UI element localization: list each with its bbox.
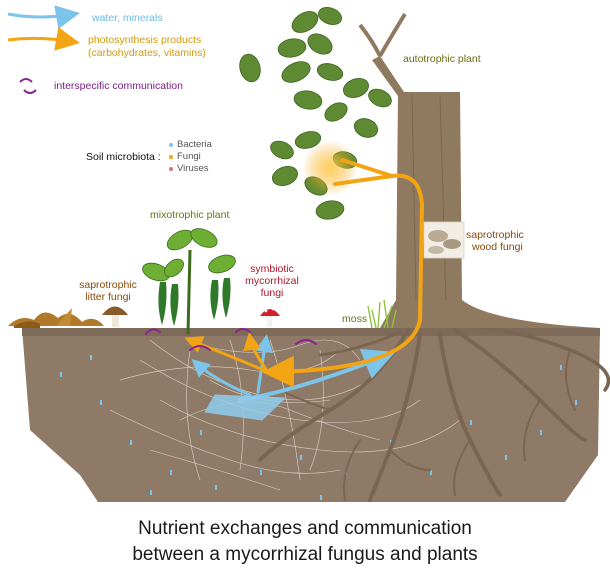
caption-line-2: between a mycorrhizal fungus and plants [132,544,478,565]
autotrophic-plant-label: autotrophic plant [403,53,481,65]
legend-communication-icon [19,78,37,94]
legend-photosynthesis-label-2: (carbohydrates, vitamins) [88,47,206,59]
caption: Nutrient exchanges and communication bet… [0,516,610,568]
mixotrophic-plant-label: mixotrophic plant [150,209,230,221]
microbiota-fungi: Fungi [177,151,201,162]
soil [22,328,600,502]
mycelium-network [109,339,461,491]
litter-fungi-icon [102,306,128,327]
caption-line-1: Nutrient exchanges and communication [138,518,472,539]
fungi-bullet-icon [169,155,173,159]
viruses-bullet-icon [169,167,173,171]
wood-fungi-icon [423,221,465,259]
mixotrophic-plant-icon [142,228,236,335]
leaf-litter [8,308,104,328]
legend-water-icon [7,5,80,29]
communication-marks [145,328,317,351]
mycorrhizal-label-1: symbiotic [250,263,294,275]
litter-fungi-label-2: litter fungi [85,291,131,303]
legend-communication-label: interspecific communication [54,80,183,92]
moss-label: moss [342,313,368,325]
wood-fungi-label-2: wood fungi [472,241,523,253]
diagram-illustration [7,5,610,502]
photosynthesis-glow [302,140,358,196]
soil-microbiota-title: Soil microbiota : [86,151,161,163]
mycorrhizal-label-2: mycorrhizal [245,275,299,287]
tree-trunk [358,12,600,328]
diagram-stage: water, minerals photosynthesis products … [7,5,610,502]
mycorrhizal-fungi-icon [260,307,280,327]
microbiota-viruses: Viruses [177,163,209,174]
mycorrhizal-label-3: fungi [260,287,284,299]
wood-fungi-label-1: saprotrophic [466,229,524,241]
legend-water-label: water, minerals [92,12,163,24]
legend-photosynthesis-icon [7,27,80,51]
microbiota-bacteria: Bacteria [177,139,212,150]
moss-icon [367,299,397,329]
legend-photosynthesis-label-1: photosynthesis products [88,34,202,46]
bacteria-bullet-icon [169,143,173,147]
litter-fungi-label-1: saprotrophic [79,279,137,291]
photosynthesis-flow-arrows [184,158,425,388]
